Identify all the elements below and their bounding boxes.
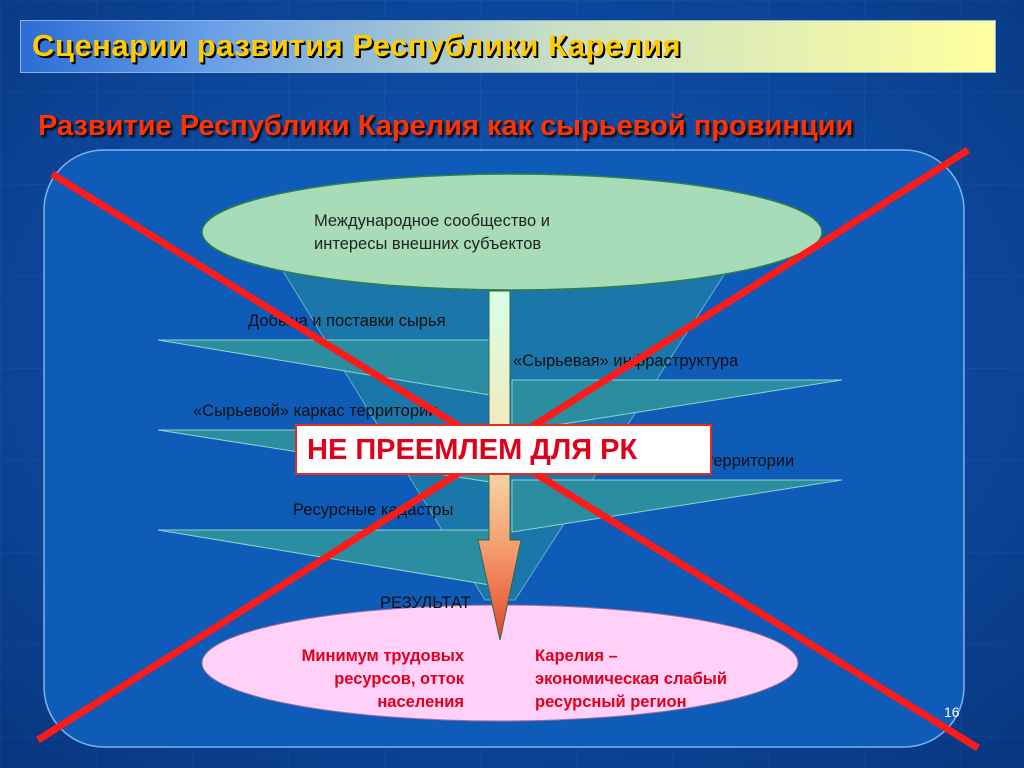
layer-label-right-2: территории xyxy=(706,452,795,470)
top-ellipse-line2: интересы внешних субъектов xyxy=(314,235,542,253)
reject-box: НЕ ПРЕЕМЛЕМ ДЛЯ РК xyxy=(295,424,712,475)
bottom-left-line2: ресурсов, отток xyxy=(334,670,464,688)
result-label: РЕЗУЛЬТАТ xyxy=(380,594,471,612)
page-number: 16 xyxy=(944,704,960,720)
bottom-left-text: Минимум трудовых ресурсов, отток населен… xyxy=(236,645,464,714)
layer-label-left-3: Ресурсные кадастры xyxy=(293,501,454,519)
slide-subtitle: Развитие Республики Карелия как сырьевой… xyxy=(38,110,854,142)
slide-title: Сценарии развития Республики Карелия xyxy=(32,28,682,63)
bottom-left-line3: населения xyxy=(377,693,464,711)
bottom-right-line1: Карелия – xyxy=(535,647,618,665)
bottom-left-line1: Минимум трудовых xyxy=(301,647,464,665)
bottom-right-text: Карелия – экономическая слабый ресурсный… xyxy=(535,645,785,714)
title-bar: Сценарии развития Республики Карелия xyxy=(20,20,996,73)
bottom-right-line2: экономическая слабый xyxy=(535,670,728,688)
layer-label-left-2: «Сырьевой» каркас территории xyxy=(193,402,438,420)
layer-label-right-1: «Сырьевая» инфраструктура xyxy=(513,352,739,370)
top-ellipse-line1: Международное сообщество и xyxy=(314,212,550,230)
reject-label: НЕ ПРЕЕМЛЕМ ДЛЯ РК xyxy=(307,434,638,466)
top-ellipse-text: Международное сообщество и интересы внеш… xyxy=(314,210,550,256)
bottom-right-line3: ресурсный регион xyxy=(535,693,687,711)
layer-label-left-1: Добыча и поставки сырья xyxy=(248,312,446,330)
